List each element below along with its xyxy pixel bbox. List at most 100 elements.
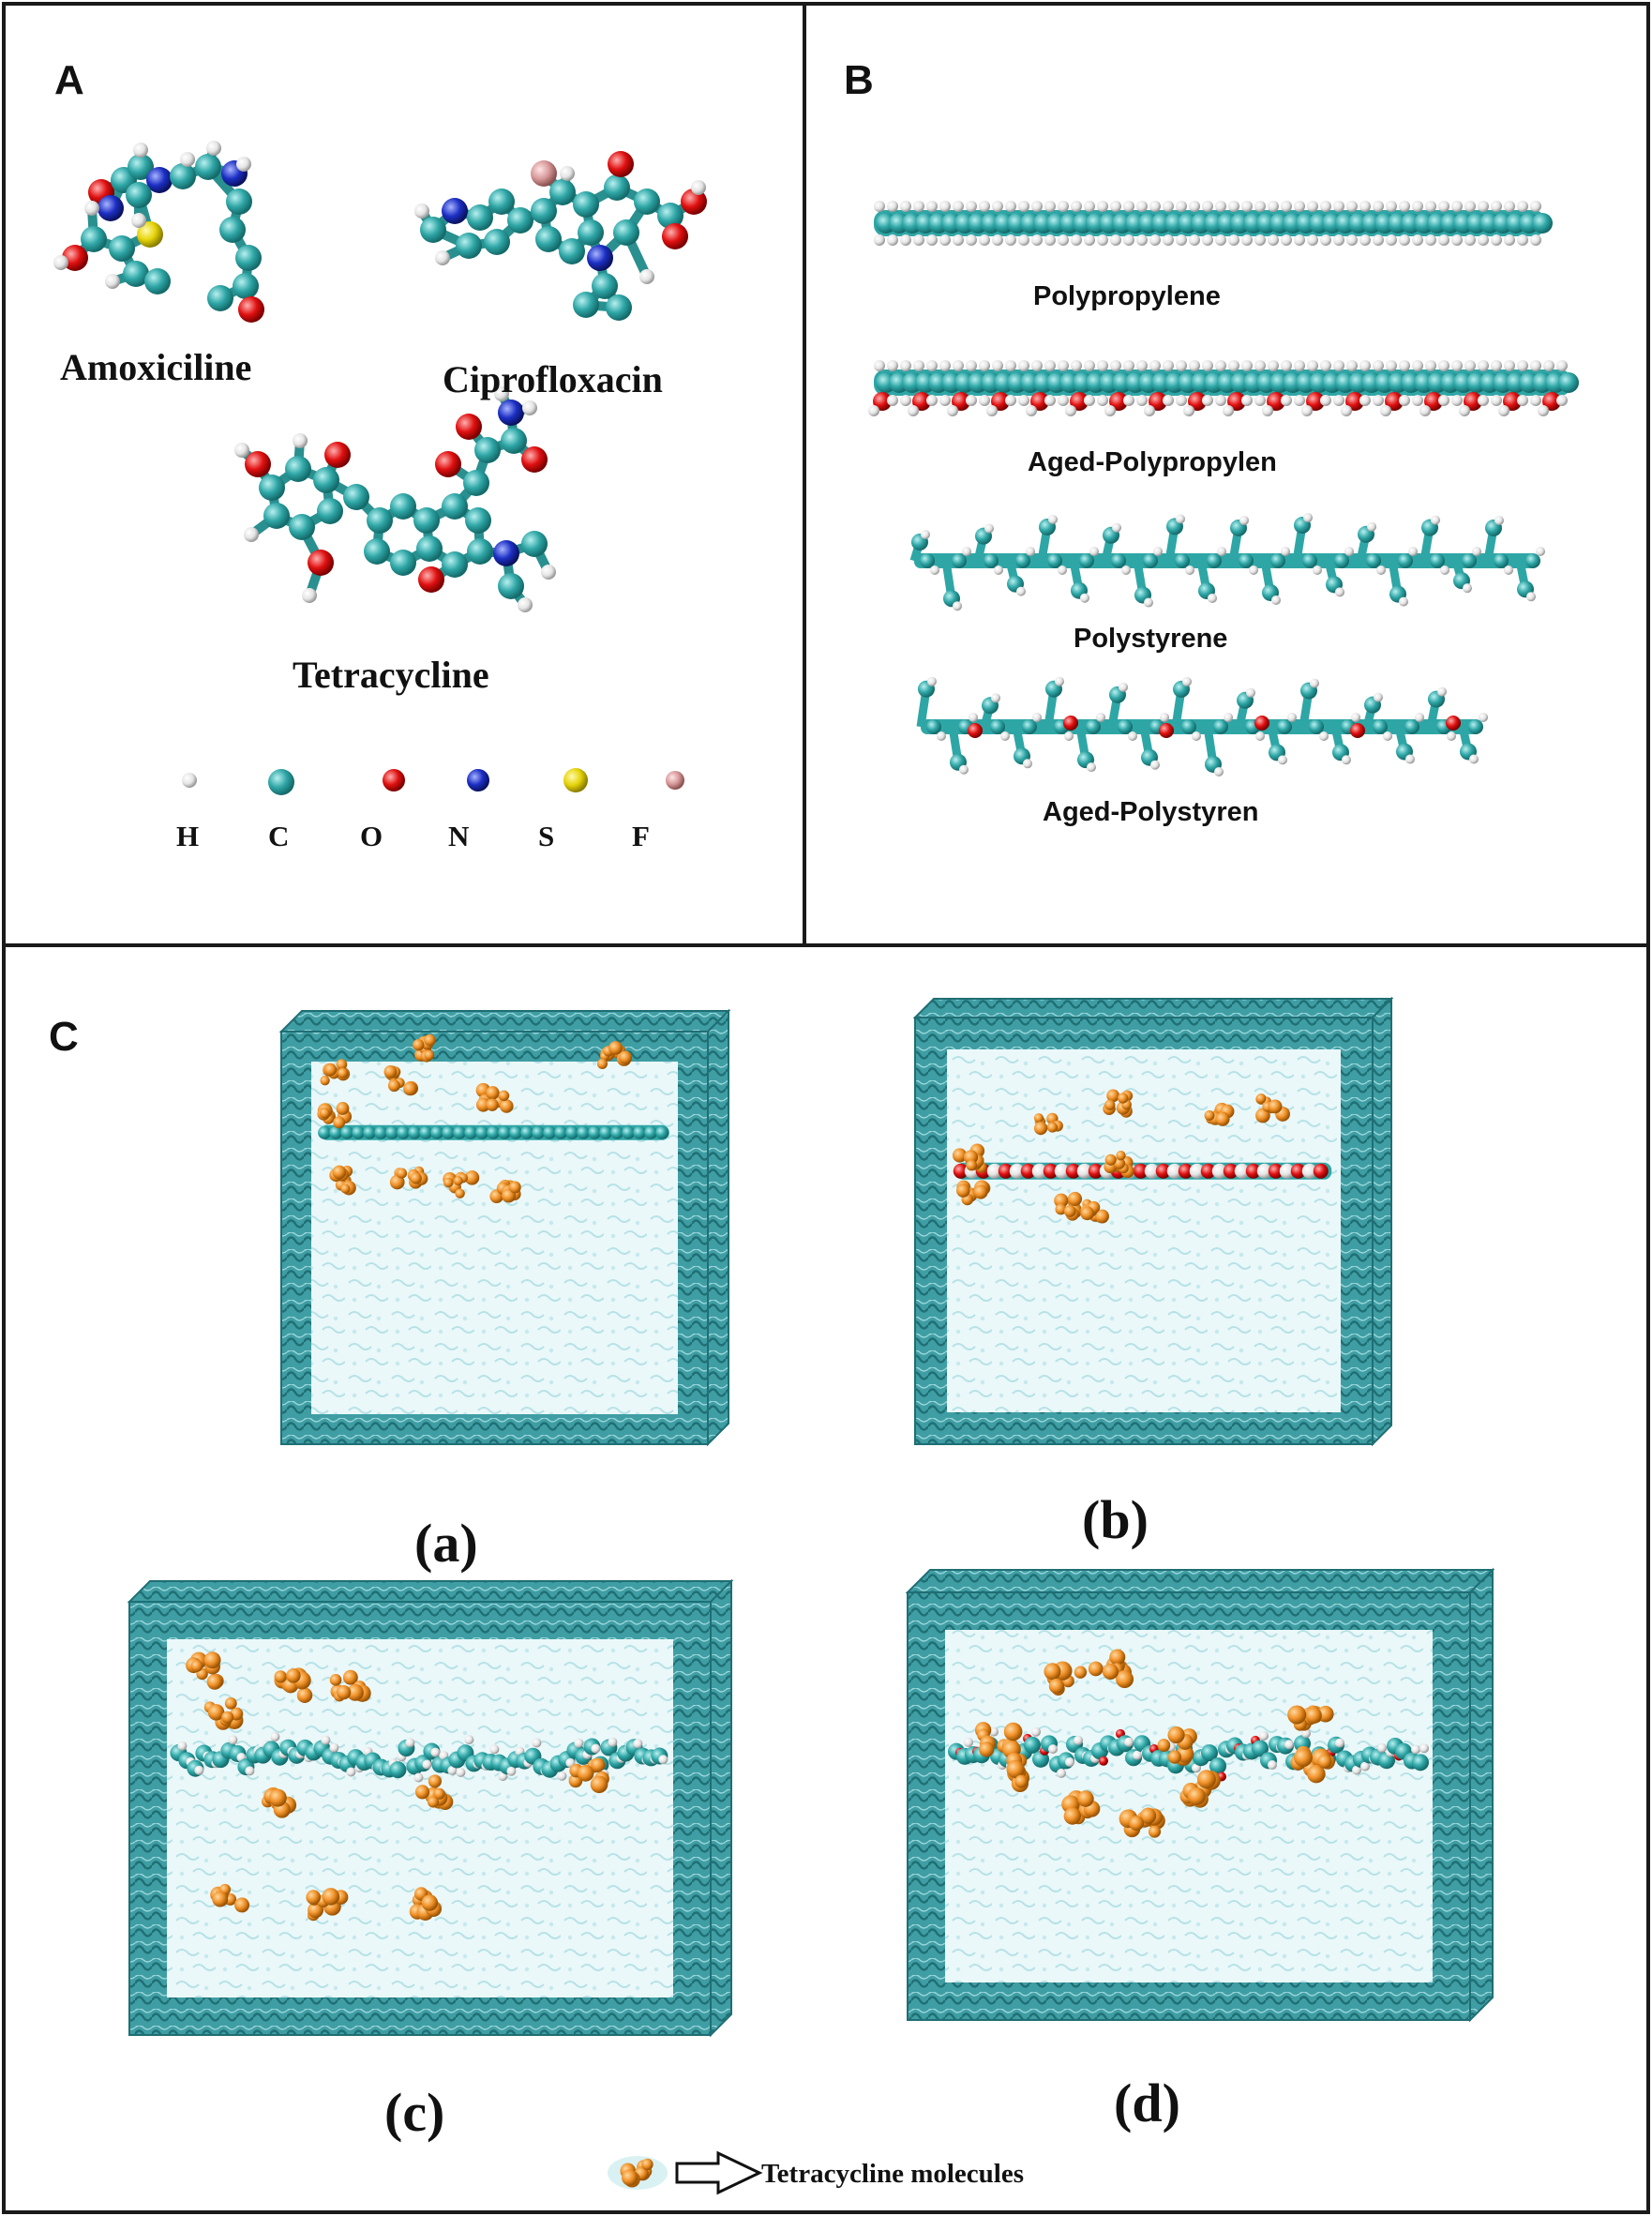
atom bbox=[1451, 201, 1463, 212]
tetracycline-cluster-atom bbox=[1255, 1093, 1267, 1104]
atom bbox=[1005, 234, 1016, 246]
system-label-b: (b) bbox=[1082, 1489, 1149, 1550]
atom bbox=[1385, 392, 1404, 411]
atom bbox=[1438, 201, 1449, 212]
tetracycline-cluster-atom bbox=[952, 1148, 968, 1163]
atom bbox=[1309, 719, 1324, 734]
tetracycline-cluster-atom bbox=[340, 1183, 351, 1194]
polystyrene-label: Polystyrene bbox=[1074, 624, 1227, 654]
atom bbox=[1536, 547, 1545, 556]
atom bbox=[1376, 565, 1386, 575]
tetracycline-cluster-atom bbox=[641, 2158, 653, 2171]
tetracycline-cluster-atom bbox=[320, 1076, 330, 1086]
atom bbox=[464, 1125, 478, 1139]
atom bbox=[966, 395, 977, 406]
atom bbox=[1405, 754, 1415, 764]
atom bbox=[921, 529, 930, 539]
atom bbox=[1175, 553, 1190, 568]
atom bbox=[913, 234, 924, 246]
atom bbox=[1144, 597, 1153, 608]
atom bbox=[1301, 1163, 1317, 1179]
atom bbox=[1438, 395, 1449, 406]
atom bbox=[1399, 395, 1410, 406]
tetracycline-cluster-atom bbox=[1106, 1089, 1120, 1103]
atom bbox=[1542, 392, 1561, 411]
tetracycline-cluster-atom bbox=[956, 1183, 970, 1198]
atom bbox=[1086, 719, 1101, 734]
sulfur-atom-icon bbox=[563, 768, 588, 792]
polypropylene-chain bbox=[874, 201, 1553, 246]
tetracycline-cluster-atom bbox=[1157, 1739, 1171, 1752]
atom bbox=[324, 442, 351, 468]
atom bbox=[573, 191, 599, 218]
atom bbox=[1345, 392, 1364, 411]
atom bbox=[1478, 201, 1489, 212]
atom bbox=[1018, 395, 1029, 406]
atom bbox=[1380, 405, 1391, 416]
atom bbox=[939, 360, 951, 371]
atom bbox=[1136, 395, 1148, 406]
tetracycline-cluster-atom bbox=[1116, 1670, 1134, 1689]
atom bbox=[633, 1739, 643, 1749]
tetracycline-cluster-atom bbox=[1109, 1649, 1126, 1666]
tetracycline-cluster-atom bbox=[427, 1796, 440, 1808]
tetracycline-cluster-atom bbox=[1104, 1099, 1116, 1110]
system-label-a: (a) bbox=[414, 1513, 478, 1574]
tetracycline-cluster-atom bbox=[590, 1775, 608, 1794]
atom bbox=[1530, 234, 1541, 246]
atom bbox=[1071, 360, 1082, 371]
atom bbox=[1320, 201, 1331, 212]
atom bbox=[927, 676, 937, 686]
atom bbox=[1084, 360, 1095, 371]
atom bbox=[245, 451, 271, 477]
atom bbox=[1005, 201, 1016, 212]
atom bbox=[1333, 201, 1344, 212]
atom bbox=[1373, 719, 1388, 734]
atom bbox=[1440, 565, 1449, 575]
atom bbox=[467, 538, 493, 565]
element-label-f: F bbox=[632, 820, 650, 852]
atom bbox=[1228, 234, 1239, 246]
atom bbox=[926, 201, 938, 212]
atom bbox=[1294, 395, 1305, 406]
atom bbox=[1044, 234, 1056, 246]
atom bbox=[953, 234, 964, 246]
atom bbox=[1412, 360, 1423, 371]
tetracycline-cluster-atom bbox=[453, 1176, 463, 1186]
atom bbox=[874, 201, 885, 212]
simulation-box-aged-polypropylene bbox=[912, 996, 1394, 1447]
atom bbox=[484, 229, 510, 255]
atom bbox=[1412, 201, 1423, 212]
element-label-h: H bbox=[176, 820, 199, 852]
atom bbox=[420, 217, 446, 243]
atom bbox=[1334, 553, 1349, 568]
atom bbox=[984, 523, 994, 534]
atom bbox=[137, 221, 163, 248]
atom bbox=[1202, 201, 1213, 212]
atom bbox=[84, 201, 99, 216]
atom bbox=[610, 1125, 624, 1139]
tetracycline-cluster-atom bbox=[455, 1188, 465, 1198]
polypropylene-label: Polypropylene bbox=[1033, 281, 1221, 311]
atom bbox=[238, 296, 264, 323]
atom bbox=[1277, 719, 1292, 734]
atom bbox=[1268, 1163, 1284, 1179]
atom bbox=[952, 553, 967, 568]
atom bbox=[1189, 201, 1200, 212]
tetracycline-cluster-atom bbox=[286, 1668, 301, 1683]
atom bbox=[177, 1741, 188, 1751]
box-side-face bbox=[707, 1008, 729, 1447]
atom bbox=[313, 467, 339, 493]
atom bbox=[1185, 565, 1194, 575]
tetracycline-cluster-atom bbox=[1196, 1770, 1216, 1789]
tetracycline-cluster-atom bbox=[1317, 1754, 1332, 1769]
atom bbox=[1287, 713, 1297, 722]
atom bbox=[413, 1772, 424, 1783]
atom bbox=[501, 428, 527, 454]
tetracycline-cluster-atom bbox=[421, 1894, 439, 1911]
atom bbox=[321, 1735, 331, 1745]
atom bbox=[498, 1125, 512, 1139]
atom bbox=[1227, 392, 1246, 411]
atom bbox=[1252, 1740, 1269, 1757]
atom bbox=[1294, 201, 1305, 212]
